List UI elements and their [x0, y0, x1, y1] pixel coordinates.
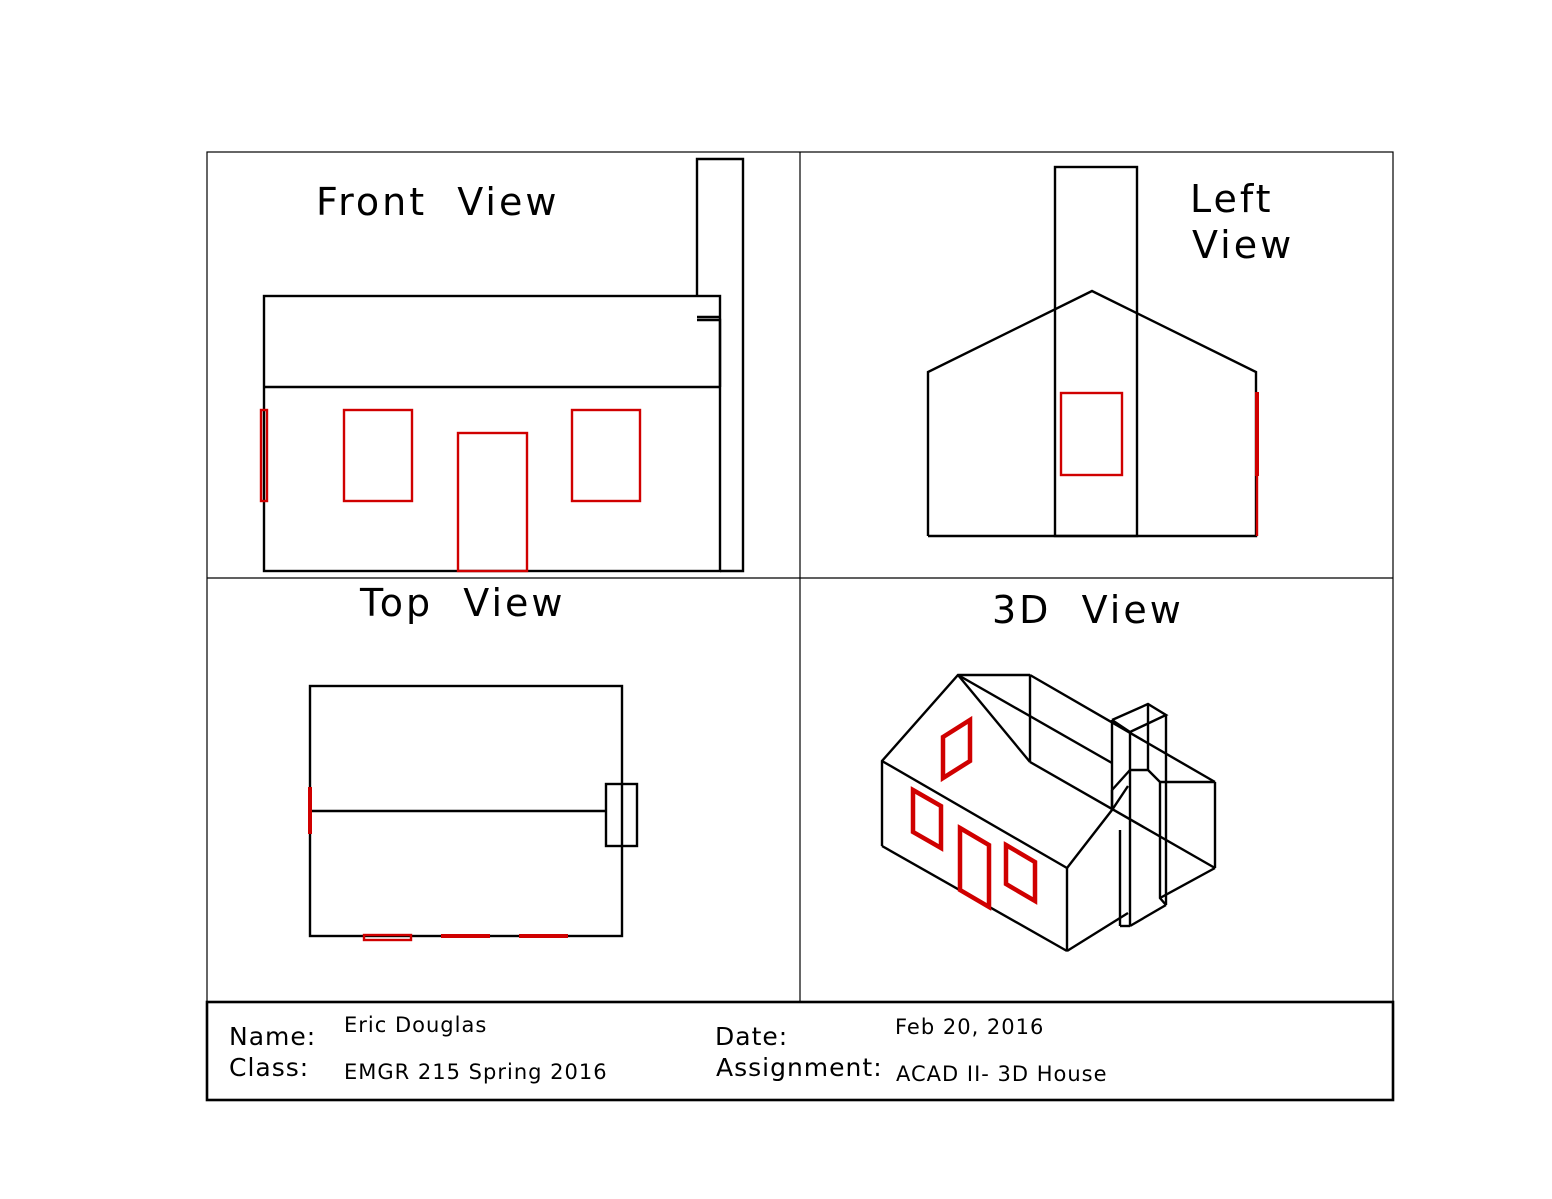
front-window-right [570, 408, 642, 503]
iso-gable-window [940, 715, 973, 783]
date-value: Feb 20, 2016 [895, 1015, 1044, 1039]
iso-view-title: 3D View [992, 588, 1184, 632]
front-chimney [695, 157, 745, 573]
class-value: EMGR 215 Spring 2016 [344, 1060, 608, 1084]
iso-house-wireframe [880, 673, 1217, 953]
iso-side-window-right [1003, 841, 1038, 905]
iso-view: 3D View [880, 588, 1217, 953]
left-view-title-line1: Left [1190, 177, 1274, 221]
top-view-title: Top View [359, 581, 565, 625]
title-block: Name: Eric Douglas Class: EMGR 215 Sprin… [205, 1000, 1395, 1102]
name-label: Name: [229, 1022, 316, 1051]
top-view: Top View [308, 581, 639, 942]
left-view-title-line2: View [1192, 223, 1294, 267]
date-label: Date: [715, 1022, 788, 1051]
iso-door [957, 824, 992, 911]
assignment-label: Assignment: [716, 1053, 883, 1082]
left-chimney [1053, 165, 1139, 538]
class-label: Class: [229, 1053, 309, 1082]
left-window [1059, 391, 1124, 477]
iso-chimney [1110, 702, 1169, 928]
title-block-border [205, 1000, 1395, 1102]
front-door [456, 431, 529, 573]
sheet-frame [206, 151, 1394, 1003]
front-view-title: Front View [316, 180, 559, 224]
name-value: Eric Douglas [344, 1013, 487, 1037]
assignment-value: ACAD II- 3D House [896, 1062, 1108, 1086]
front-view: Front View [259, 157, 745, 573]
front-side-window-edge [259, 408, 269, 503]
top-chimney [604, 782, 639, 848]
left-house-gable [926, 289, 1258, 538]
left-view: Left View [926, 165, 1294, 538]
top-door [362, 933, 413, 942]
iso-side-window-left [910, 786, 944, 852]
front-window-left [342, 408, 414, 503]
